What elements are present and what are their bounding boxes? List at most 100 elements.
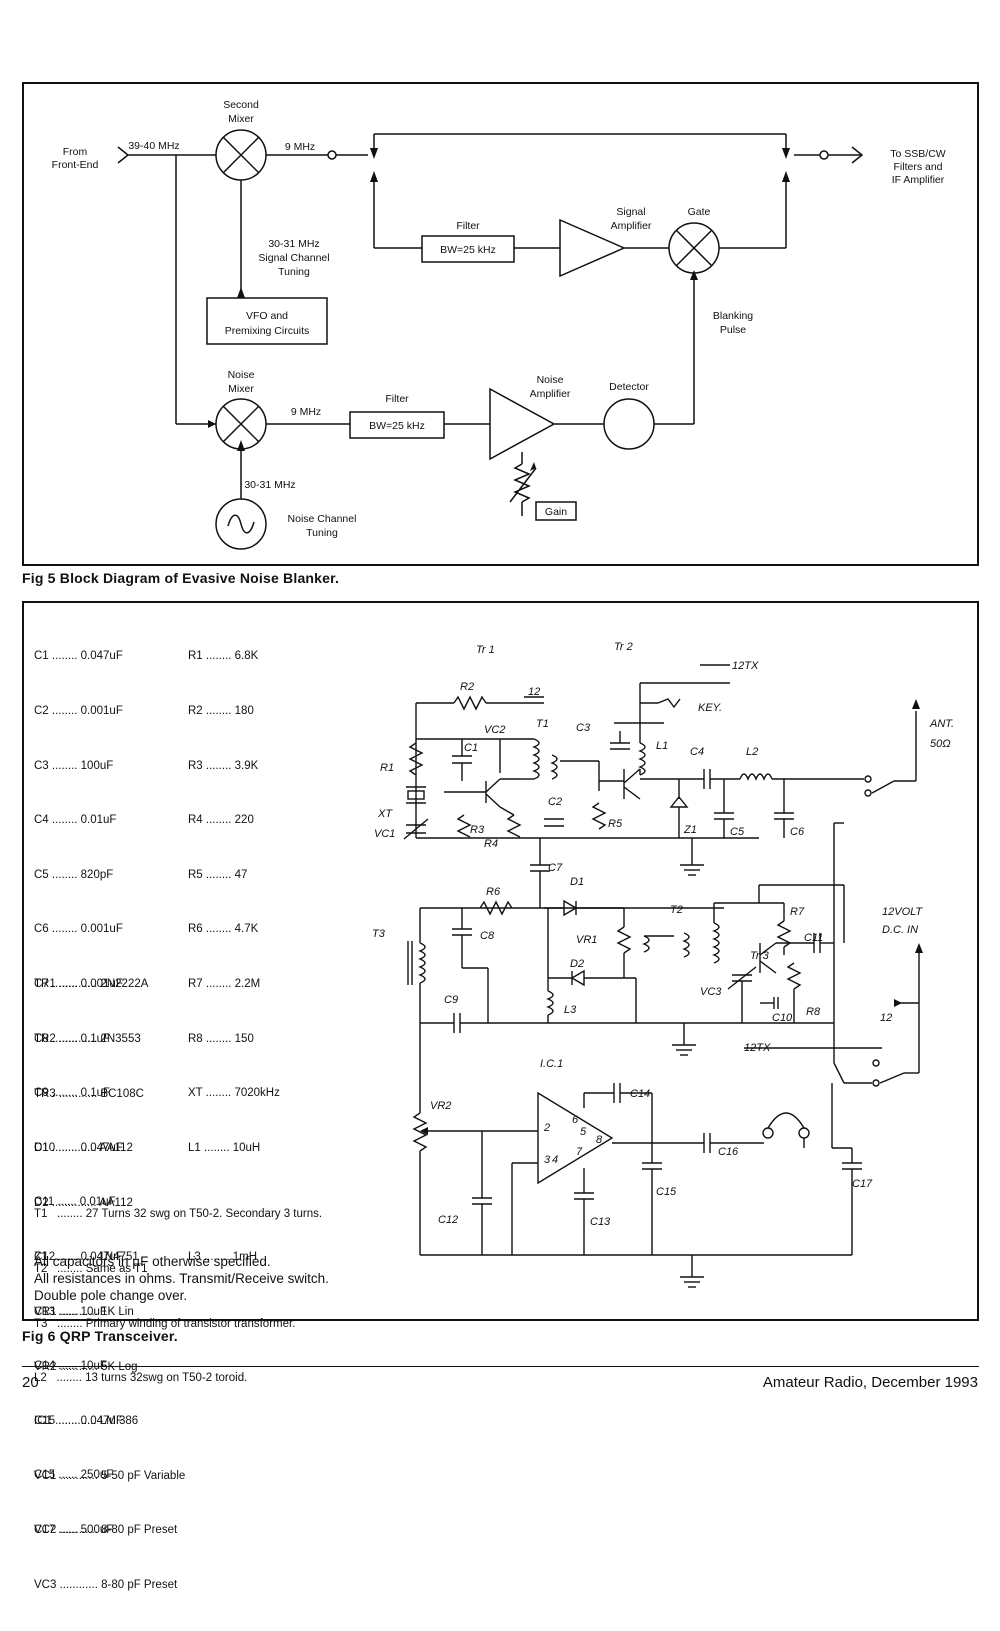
label-c7: C7 bbox=[548, 862, 563, 874]
l2-inductor bbox=[739, 773, 773, 781]
r1-resistor bbox=[408, 742, 424, 776]
speaker-terminal-right bbox=[798, 1127, 810, 1139]
label-noise: Noise bbox=[228, 369, 255, 381]
label-filter-top: Filter bbox=[456, 220, 480, 232]
bom-row: TR1 ............ 2N2222A bbox=[34, 978, 149, 991]
winding-list: T1 ........ 27 Turns 32 swg on T50-2. Se… bbox=[34, 1169, 322, 1424]
label-c15: C15 bbox=[656, 1186, 677, 1198]
label-pulse: Pulse bbox=[720, 324, 746, 336]
signal-amplifier-symbol bbox=[559, 218, 626, 278]
label-l3: L3 bbox=[564, 1004, 577, 1016]
bom-row: R6 ........ 4.7K bbox=[188, 923, 259, 936]
detector-symbol bbox=[603, 398, 655, 450]
label-xt: XT bbox=[377, 808, 393, 820]
label-detector: Detector bbox=[609, 381, 649, 393]
input-arrowhead bbox=[117, 146, 130, 164]
bom-row: R8 ........ 150 bbox=[188, 1032, 254, 1045]
bom-row: D1 .............. AA112 bbox=[34, 1142, 133, 1155]
label-r2: R2 bbox=[460, 681, 474, 693]
label-9mhz-top: 9 MHz bbox=[285, 141, 315, 153]
note-line: All capacitors in µF otherwise specified… bbox=[34, 1254, 271, 1269]
label-c9: C9 bbox=[444, 994, 458, 1006]
label-tr2: Tr 2 bbox=[614, 641, 633, 653]
label-filters-and: Filters and bbox=[893, 161, 942, 173]
page-number: 20 bbox=[22, 1374, 39, 1391]
label-c6: C6 bbox=[790, 826, 805, 838]
label-from: From bbox=[63, 146, 88, 158]
label-d1: D1 bbox=[570, 876, 584, 888]
label-tr3: Tr 3 bbox=[750, 950, 770, 962]
label-r4: R4 bbox=[484, 838, 498, 850]
switch-arrow-top-left bbox=[370, 148, 378, 159]
label-r1: R1 bbox=[380, 762, 394, 774]
label-t2: T2 bbox=[670, 904, 683, 916]
bom-row: R1 ........ 6.8K bbox=[188, 650, 259, 663]
vr1-potentiometer bbox=[616, 926, 632, 954]
label-noise-mixer: Mixer bbox=[228, 383, 254, 395]
label-t1: T1 bbox=[536, 718, 549, 730]
label-blanking: Blanking bbox=[713, 310, 753, 322]
label-c11: C11 bbox=[804, 932, 823, 944]
bom-row: C6 ........ 0.001uF bbox=[34, 923, 123, 936]
label-c8: C8 bbox=[480, 930, 495, 942]
signal-filter-box bbox=[421, 235, 515, 263]
label-c10: C10 bbox=[772, 1012, 793, 1024]
label-gain: Gain bbox=[545, 506, 567, 518]
label-c13: C13 bbox=[590, 1216, 611, 1228]
label-noise-tuning: Tuning bbox=[306, 527, 338, 539]
label-c14: C14 bbox=[630, 1088, 650, 1100]
bom-row: R2 ........ 180 bbox=[188, 705, 254, 717]
bom-row: C12 ...... 0.047uF bbox=[34, 1250, 123, 1263]
speaker-terminal-left bbox=[762, 1127, 774, 1139]
bom-row: R5 ........ 47 bbox=[188, 868, 248, 881]
label-c3: C3 bbox=[576, 722, 591, 734]
label-signal: Signal bbox=[616, 206, 645, 218]
bom-row: C1 ........ 0.047uF bbox=[34, 650, 123, 663]
bom-row: VC2 ............ 8-80 pF Preset bbox=[34, 1524, 178, 1537]
label-pin2: 2 bbox=[543, 1122, 550, 1134]
qrp-schematic: Tr 1 Tr 2 12TX KEY. R2 12 T1 VC2 C3 L1 C… bbox=[372, 641, 954, 1288]
label-bw-top: BW=25 kHz bbox=[440, 244, 496, 256]
bom-row: C8 ........ 0.1uF bbox=[34, 1032, 111, 1045]
label-r8: R8 bbox=[806, 1006, 821, 1018]
noise-filter-box bbox=[349, 411, 445, 439]
label-r6: R6 bbox=[486, 886, 501, 898]
label-front-end: Front-End bbox=[52, 159, 99, 171]
label-key: KEY. bbox=[698, 702, 722, 714]
label-c17: C17 bbox=[852, 1178, 873, 1190]
label-c16: C16 bbox=[718, 1146, 739, 1158]
vfo-box bbox=[206, 297, 328, 345]
label-r3: R3 bbox=[470, 824, 485, 836]
label-12b: 12 bbox=[880, 1012, 892, 1024]
fig5-caption: Fig 5 Block Diagram of Evasive Noise Bla… bbox=[22, 570, 340, 586]
label-noise-amp: Noise bbox=[537, 374, 564, 386]
vr2-potentiometer bbox=[412, 1112, 428, 1152]
bom-row: C13 ...... 10uF bbox=[34, 1305, 107, 1318]
switch-arrow-top-right bbox=[782, 148, 790, 159]
footer-rule bbox=[22, 1366, 979, 1367]
noise-amplifier-symbol bbox=[489, 387, 556, 461]
label-9mhz-bot: 9 MHz bbox=[291, 406, 321, 418]
label-vfo-and: VFO and bbox=[246, 310, 288, 322]
gate-symbol bbox=[668, 222, 720, 274]
bom-row: R7 ........ 2.2M bbox=[188, 977, 261, 990]
switch-arrow-bottom-right bbox=[782, 171, 790, 182]
bom-row: L3 ........ 1mH bbox=[188, 1250, 258, 1263]
bom-row: C5 ........ 820pF bbox=[34, 868, 114, 881]
label-c4: C4 bbox=[690, 746, 704, 758]
bom-row: L2 ........ 13 turns 32swg on T50-2 toro… bbox=[34, 1372, 248, 1385]
bom-row: T2 ........ Same as T1 bbox=[34, 1263, 148, 1275]
label-tuning-sig: Tuning bbox=[278, 266, 310, 278]
r2-resistor bbox=[453, 695, 487, 711]
notes-block: All capacitors in µF otherwise specified… bbox=[34, 1253, 329, 1304]
label-dc-in: D.C. IN bbox=[882, 924, 918, 936]
bom-row: L1 ........ 10uH bbox=[188, 1141, 261, 1154]
label-pin4: 4 bbox=[552, 1154, 558, 1166]
label-pin7: 7 bbox=[576, 1146, 583, 1158]
fig5-block-diagram-frame: From Front-End 39-40 MHz Second Mixer 9 … bbox=[22, 82, 979, 566]
bom-row: VC3 ............ 8-80 pF Preset bbox=[34, 1578, 178, 1591]
label-c5: C5 bbox=[730, 826, 745, 838]
bom-row: C10 ...... 0.047uF bbox=[34, 1141, 123, 1154]
label-pin5: 5 bbox=[580, 1126, 587, 1138]
bom-row: C9 ........ 0.1uF bbox=[34, 1087, 111, 1100]
